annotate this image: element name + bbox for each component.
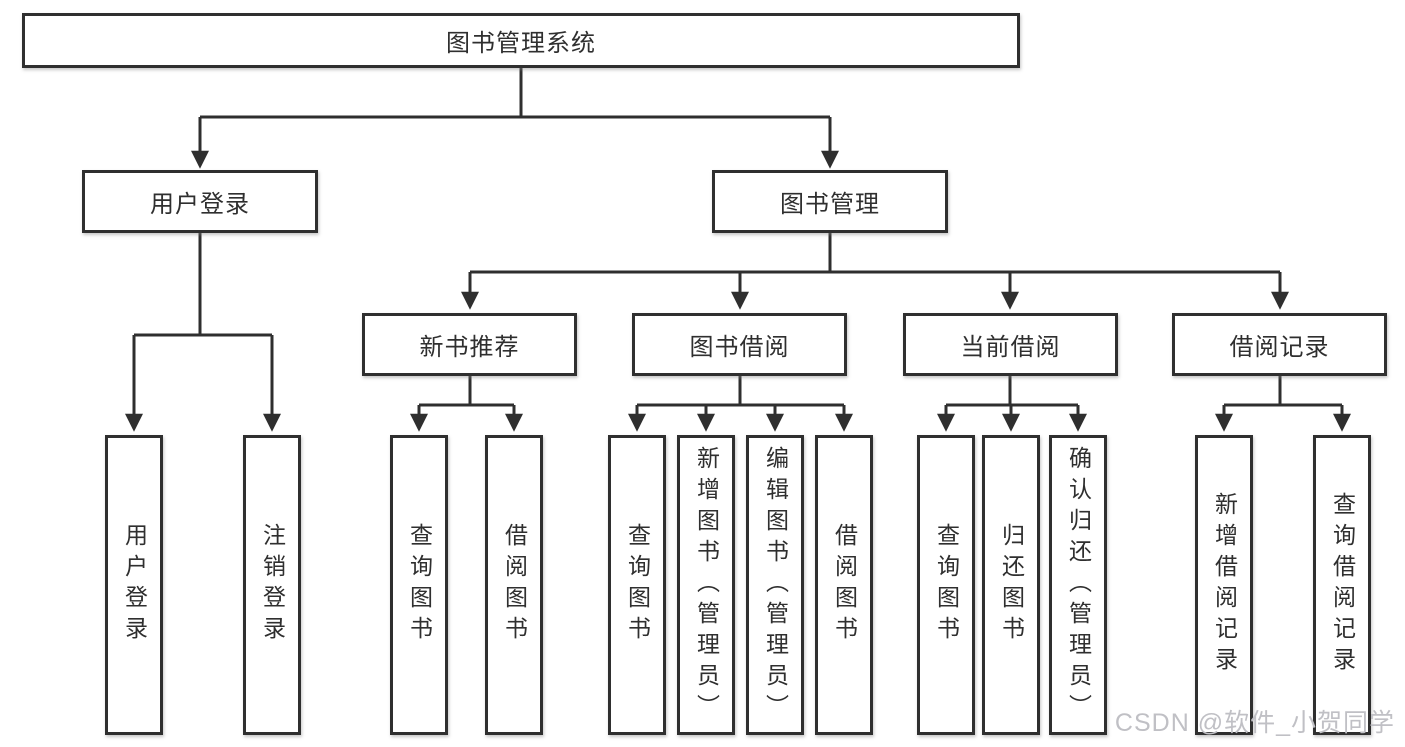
leaf-return-books: 归还图书 [982,435,1040,735]
leaf-query-books-current: 查询图书 [917,435,975,735]
node-label: 用户登录 [150,191,250,218]
leaf-label: 用户登录 [121,523,148,647]
leaf-add-books-admin: 新增图书（管理员） [677,435,735,735]
node-label: 新书推荐 [419,334,520,361]
watermark: CSDN @软件_小贺同学 [1114,709,1395,737]
leaf-label: 确认归还（管理员） [1065,445,1092,725]
leaf-edit-books-admin: 编辑图书（管理员） [746,435,804,735]
node-label: 图书借阅 [689,334,790,361]
node-book-borrow: 图书借阅 [632,313,847,376]
node-user-login: 用户登录 [82,170,318,233]
leaf-label: 查询图书 [624,523,651,647]
leaf-label: 新增借阅记录 [1211,492,1238,678]
leaf-confirm-return-admin: 确认归还（管理员） [1049,435,1107,735]
node-borrow-records: 借阅记录 [1172,313,1387,376]
leaf-label: 查询图书 [406,523,433,647]
leaf-borrow-books-borrow: 借阅图书 [815,435,873,735]
connector-group [125,68,1351,432]
leaf-user-login: 用户登录 [105,435,163,735]
node-label: 图书管理系统 [446,30,596,57]
leaf-logout-login: 注销登录 [243,435,301,735]
node-label: 借阅记录 [1229,334,1330,361]
leaf-label: 借阅图书 [831,523,858,647]
node-current-borrow: 当前借阅 [903,313,1118,376]
leaf-label: 新增图书（管理员） [693,445,720,725]
leaf-add-borrow-record: 新增借阅记录 [1195,435,1253,735]
leaf-query-borrow-record: 查询借阅记录 [1313,435,1371,735]
leaf-label: 借阅图书 [501,523,528,647]
node-new-book-recommend: 新书推荐 [362,313,577,376]
leaf-label: 归还图书 [998,523,1025,647]
node-library-system: 图书管理系统 [22,13,1020,68]
node-label: 当前借阅 [960,334,1061,361]
connector-trunks [134,68,1342,407]
leaf-label: 查询借阅记录 [1329,492,1356,678]
leaf-query-books-borrow: 查询图书 [608,435,666,735]
leaf-query-books-recommend: 查询图书 [390,435,448,735]
leaf-borrow-books-recommend: 借阅图书 [485,435,543,735]
leaf-label: 查询图书 [933,523,960,647]
node-book-management: 图书管理 [712,170,948,233]
leaf-label: 注销登录 [259,523,286,647]
leaf-label: 编辑图书（管理员） [762,445,789,725]
node-label: 图书管理 [780,191,880,218]
